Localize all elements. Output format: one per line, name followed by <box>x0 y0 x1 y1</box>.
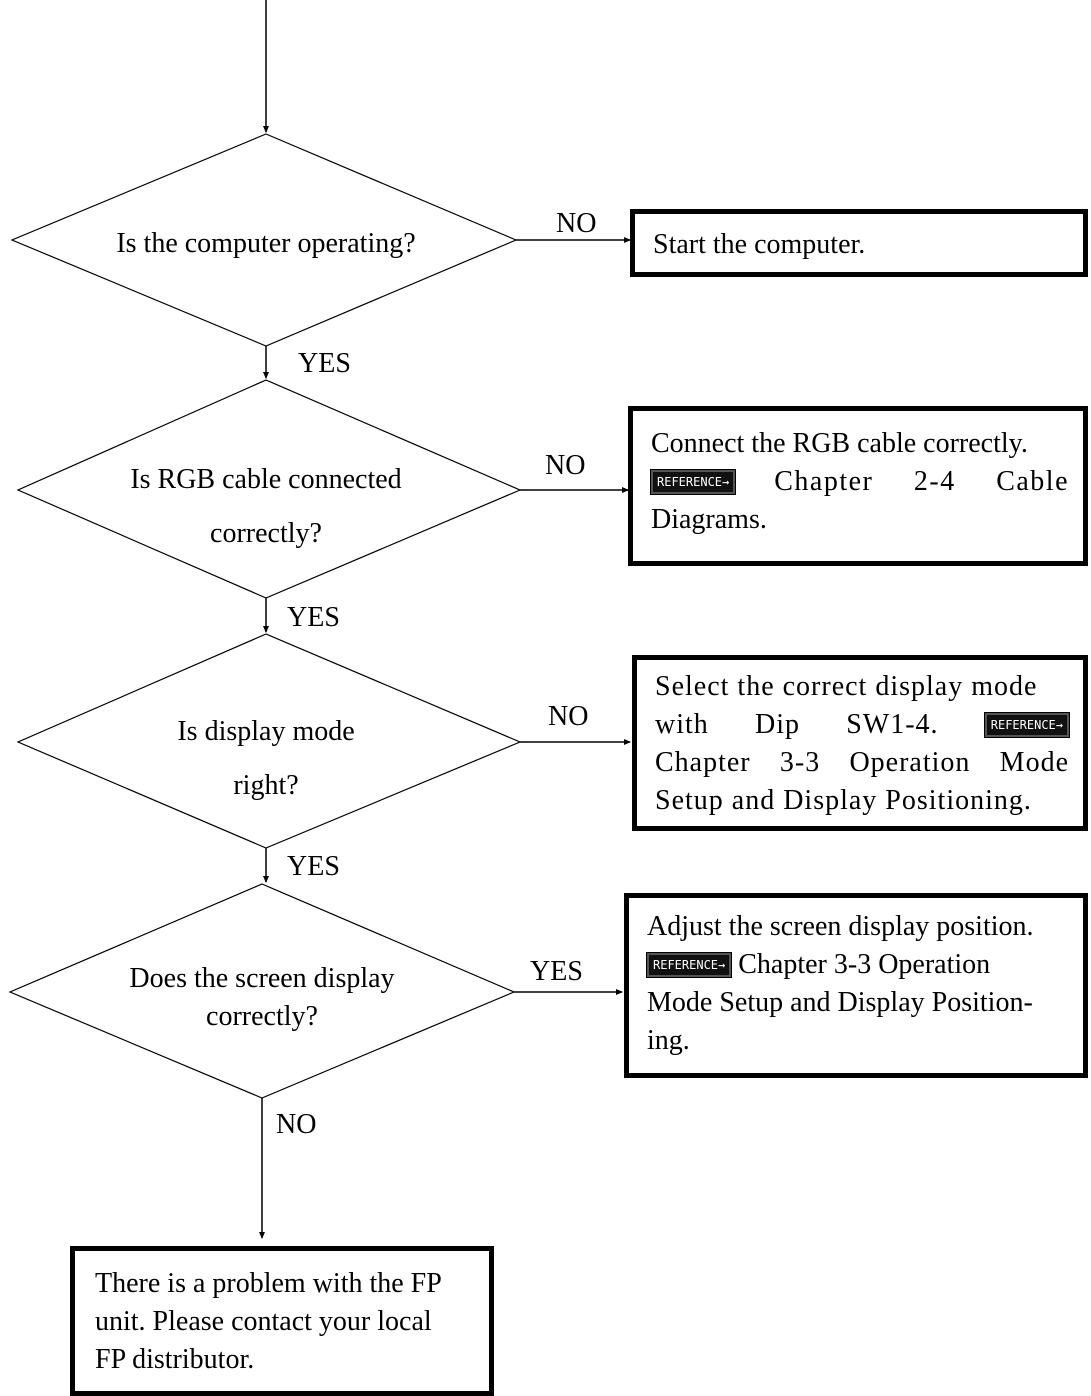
decision-4-text-line1: Does the screen display <box>129 963 395 994</box>
decision-2-text-line1: Is RGB cable connected <box>130 464 402 495</box>
action-box-contact-distributor: There is a problem with the FP unit. Ple… <box>70 1246 494 1396</box>
decision-2-text-line2: correctly? <box>210 518 322 549</box>
action-2-line1: Connect the RGB cable correctly. <box>651 428 1028 459</box>
action-4-line2-text: Chapter 3-3 Operation <box>738 949 991 980</box>
action-4-line3: Mode Setup and Display Position- <box>647 987 1033 1018</box>
action-box-adjust-position: Adjust the screen display position. REFE… <box>624 893 1088 1078</box>
reference-badge: REFERENCE→ <box>645 952 733 978</box>
action-3-line4: Setup and Display Positioning. <box>655 785 1032 816</box>
action-5-line1: There is a problem with the FP <box>95 1268 442 1299</box>
d4-yes-label: YES <box>530 956 583 987</box>
action-3-line2-text: with Dip SW1-4. <box>655 709 939 740</box>
reference-badge: REFERENCE→ <box>649 469 737 495</box>
action-box-connect-cable: Connect the RGB cable correctly. REFEREN… <box>628 406 1088 566</box>
decision-1-text: Is the computer operating? <box>116 228 416 259</box>
d1-yes-label: YES <box>298 348 351 379</box>
decision-3-text-line2: right? <box>233 770 299 801</box>
d3-yes-label: YES <box>287 851 340 882</box>
action-5-line3: FP distributor. <box>95 1344 255 1375</box>
action-box-display-mode: Select the correct display mode with Dip… <box>632 655 1088 831</box>
action-4-line1: Adjust the screen display position. <box>647 911 1034 942</box>
action-1-text: Start the computer. <box>653 229 866 260</box>
d4-no-label: NO <box>276 1109 317 1140</box>
decision-4-text-line2: correctly? <box>206 1001 318 1032</box>
action-5-line2: unit. Please contact your local <box>95 1306 432 1337</box>
d1-no-label: NO <box>556 208 597 239</box>
d2-no-label: NO <box>545 450 586 481</box>
action-2-line3: Diagrams. <box>651 504 767 535</box>
action-2-line2-text: Chapter 2-4 Cable <box>774 466 1069 497</box>
action-3-line2: with Dip SW1-4. REFERENCE→ <box>655 706 1071 744</box>
decision-3-text-line1: Is display mode <box>177 716 355 747</box>
reference-badge: REFERENCE→ <box>983 712 1071 738</box>
action-3-line1: Select the correct display mode <box>655 671 1038 702</box>
action-4-line2: REFERENCE→ Chapter 3-3 Operation <box>645 946 1069 984</box>
d3-no-label: NO <box>548 701 589 732</box>
action-box-start-computer: Start the computer. <box>630 209 1088 277</box>
d2-yes-label: YES <box>287 602 340 633</box>
action-2-line2: REFERENCE→ Chapter 2-4 Cable <box>649 463 1069 501</box>
action-3-line3: Chapter 3-3 Operation Mode <box>655 747 1069 778</box>
action-4-line4: ing. <box>647 1025 690 1056</box>
